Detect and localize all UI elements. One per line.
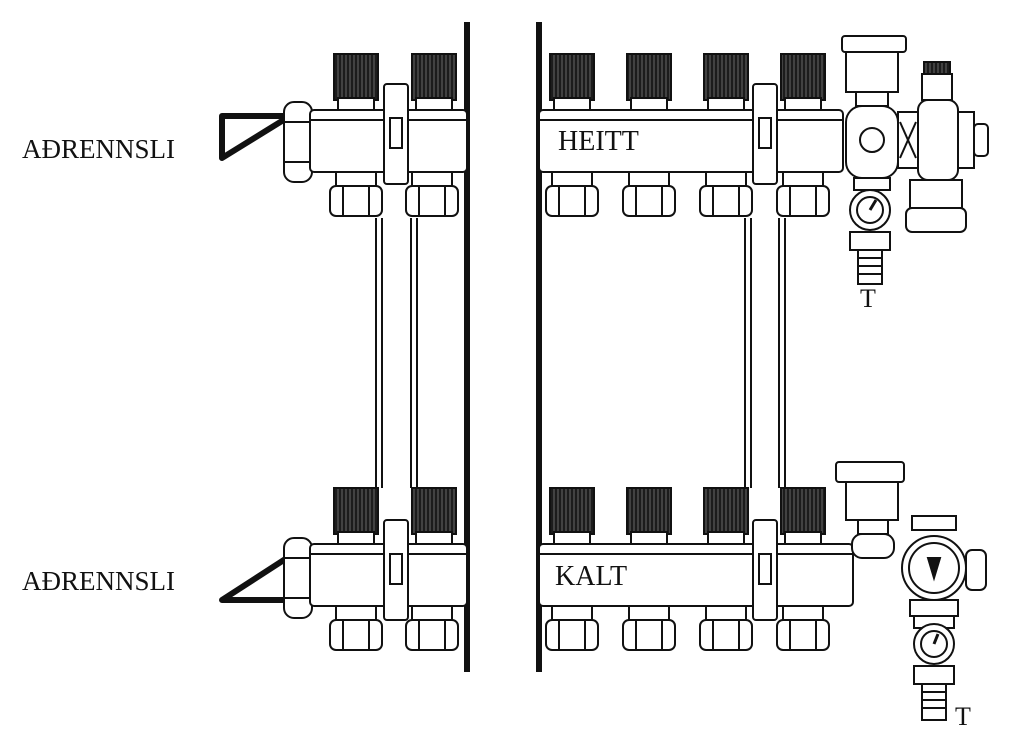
thermometer-label-bottom: T bbox=[955, 702, 971, 731]
air-vent-bottom bbox=[835, 461, 905, 559]
thermometer-bottom bbox=[913, 615, 955, 721]
flow-gauge-bottom bbox=[901, 515, 987, 617]
break-lines bbox=[464, 22, 542, 672]
top-manifold bbox=[219, 35, 989, 285]
valve-knobs-bottom bbox=[333, 487, 826, 545]
drain-label-bottom: AÐRENNSLI bbox=[22, 566, 175, 596]
thermometer-top bbox=[849, 177, 891, 285]
pipe-fittings-bottom bbox=[329, 605, 830, 651]
air-vent-top bbox=[841, 35, 907, 107]
valve-body-top bbox=[845, 61, 989, 233]
drain-arrow-bottom bbox=[219, 553, 293, 603]
drain-label-top: AÐRENNSLI bbox=[22, 134, 175, 164]
pipe-fittings-top bbox=[329, 171, 830, 217]
thermometer-label-top: T bbox=[860, 284, 876, 313]
hot-manifold-label: HEITT bbox=[558, 126, 639, 157]
cold-manifold-label: KALT bbox=[555, 561, 628, 592]
valve-knobs-top bbox=[333, 53, 826, 111]
drain-arrow-top bbox=[219, 113, 293, 161]
bottom-manifold bbox=[219, 461, 987, 721]
connecting-pipes bbox=[375, 218, 786, 488]
